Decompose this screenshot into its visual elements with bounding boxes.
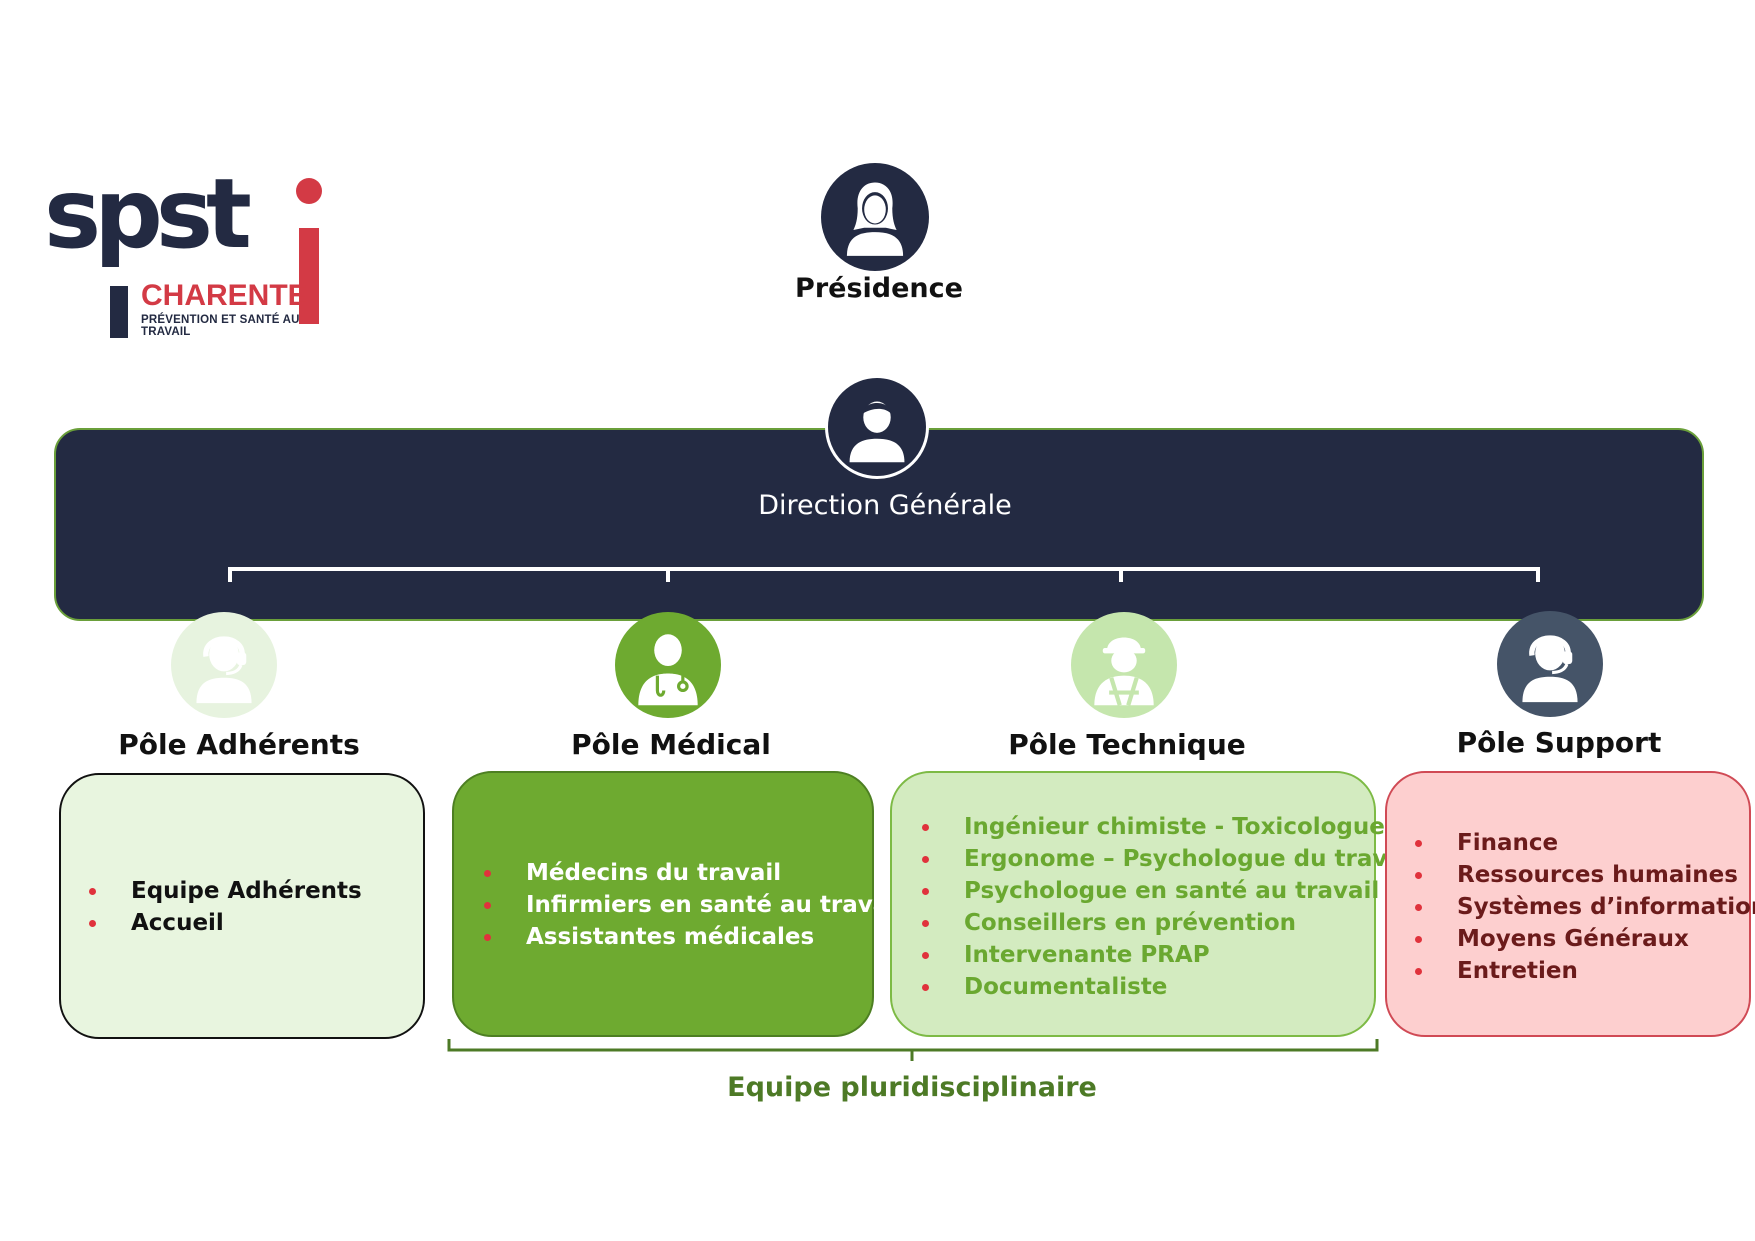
logo-p-descender	[110, 286, 128, 338]
logo-tagline: PRÉVENTION ET SANTÉ AU TRAVAIL	[141, 314, 300, 338]
list-item: Ergonome – Psychologue du travail	[922, 843, 1419, 875]
presidence-label: Présidence	[795, 273, 963, 304]
bullet-icon	[922, 920, 929, 927]
bullet-icon	[1415, 936, 1422, 943]
direction-generale-label: Direction Générale	[758, 490, 1012, 521]
bullet-icon	[89, 888, 96, 895]
bullet-icon	[484, 870, 491, 877]
list-item: Ingénieur chimiste - Toxicologue	[922, 811, 1419, 843]
list-item: Psychologue en santé au travail	[922, 875, 1419, 907]
team-bracket-label: Equipe pluridisciplinaire	[727, 1072, 1097, 1103]
logo-i-stem	[299, 228, 319, 324]
hardhat-worker-icon	[1071, 612, 1177, 718]
man-person-icon	[825, 375, 929, 479]
pole-medical-box: Médecins du travail Infirmiers en santé …	[452, 771, 904, 1037]
bullet-icon	[1415, 968, 1422, 975]
pole-support-box: Finance Ressources humaines Systèmes d’i…	[1385, 771, 1755, 1037]
bullet-icon	[1415, 904, 1422, 911]
pole-medical-title: Pôle Médical	[571, 728, 771, 761]
bullet-icon	[484, 902, 491, 909]
list-item: Finance	[1415, 827, 1755, 859]
headset-person-icon	[1497, 611, 1603, 717]
list-item: Equipe Adhérents	[89, 875, 362, 907]
bullet-icon	[922, 984, 929, 991]
list-item: Médecins du travail	[484, 857, 904, 889]
bullet-icon	[922, 952, 929, 959]
headset-person-icon	[171, 612, 277, 718]
pole-support-title: Pôle Support	[1456, 726, 1662, 759]
list-item: Assistantes médicales	[484, 921, 904, 953]
list-item: Accueil	[89, 907, 362, 939]
bullet-icon	[922, 824, 929, 831]
spsti-charente-logo: spst CHARENTE PRÉVENTION ET SANTÉ AU TRA…	[40, 158, 340, 338]
pole-adherents-box: Equipe Adhérents Accueil	[59, 773, 425, 1039]
list-item: Systèmes d’information	[1415, 891, 1755, 923]
list-item: Infirmiers en santé au travail	[484, 889, 904, 921]
pole-technique-box: Ingénieur chimiste - Toxicologue Ergonom…	[890, 771, 1419, 1037]
bullet-icon	[1415, 872, 1422, 879]
logo-region: CHARENTE	[141, 279, 308, 312]
bullet-icon	[89, 920, 96, 927]
pole-technique-title: Pôle Technique	[1008, 728, 1246, 761]
list-item: Conseillers en prévention	[922, 907, 1419, 939]
list-item: Intervenante PRAP	[922, 939, 1419, 971]
bullet-icon	[922, 856, 929, 863]
doctor-stethoscope-icon	[615, 612, 721, 718]
woman-person-icon	[821, 163, 929, 271]
bullet-icon	[1415, 840, 1422, 847]
list-item: Entretien	[1415, 955, 1755, 987]
list-item: Moyens Généraux	[1415, 923, 1755, 955]
logo-wordmark: spst	[44, 158, 252, 270]
pole-adherents-title: Pôle Adhérents	[118, 728, 360, 761]
logo-i-dot	[296, 178, 322, 204]
list-item: Ressources humaines	[1415, 859, 1755, 891]
list-item: Documentaliste	[922, 971, 1419, 1003]
bullet-icon	[484, 934, 491, 941]
bullet-icon	[922, 888, 929, 895]
